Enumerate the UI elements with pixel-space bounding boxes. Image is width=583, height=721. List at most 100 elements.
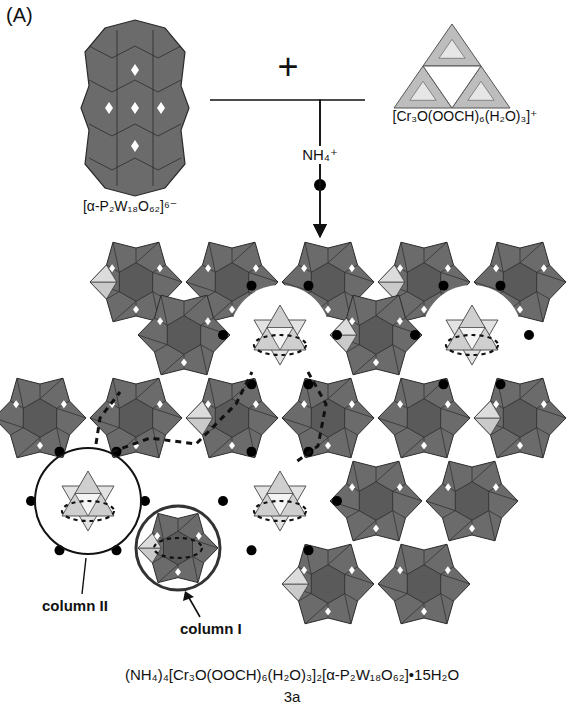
reactant-anion: [α-P₂W₁₈O₆₂]⁶⁻	[50, 12, 210, 218]
anion-edge	[136, 384, 137, 399]
anion-edge	[393, 484, 406, 491]
anion-edge	[345, 408, 374, 418]
reagent-label: NH₄⁺	[299, 146, 341, 164]
anion-edge	[232, 384, 233, 399]
anion-gap	[109, 264, 115, 272]
anion-edge	[424, 248, 425, 263]
anion-edge	[282, 418, 311, 428]
anion-edge	[497, 437, 520, 458]
anion-gap	[349, 264, 355, 272]
polyoxometalate-anion	[0, 378, 86, 458]
anion-edge	[89, 124, 181, 136]
anion-gap	[61, 400, 67, 408]
anion-gap	[349, 317, 355, 325]
anion-edge	[178, 513, 198, 531]
anion-edge	[345, 428, 358, 435]
polyoxometalate-anion	[90, 378, 182, 458]
dawson-anion	[81, 20, 189, 196]
cavity-ground	[422, 285, 522, 385]
anion-edge	[305, 603, 328, 624]
anion-edge	[153, 408, 182, 418]
anion-gap	[37, 442, 43, 450]
anion-gap	[397, 317, 403, 325]
ammonium-dot	[332, 330, 342, 340]
anion-edge	[11, 401, 24, 408]
anion-edge	[328, 550, 329, 565]
octahedron-face	[410, 81, 436, 100]
arrowhead	[313, 224, 327, 238]
anion-body	[81, 20, 189, 196]
anion-edge	[401, 603, 424, 624]
anion-edge	[441, 428, 447, 458]
anion-gap	[229, 306, 235, 314]
anion-edge	[232, 248, 233, 263]
anion-gap	[301, 400, 307, 408]
anion-edge	[376, 301, 377, 316]
anion-edge	[537, 265, 550, 272]
anion-facet	[378, 282, 405, 299]
anion-gap	[541, 400, 547, 408]
anion-gap	[421, 442, 427, 450]
cr3-cluster	[62, 471, 114, 516]
anion-gap	[517, 442, 523, 450]
anion-edge	[395, 401, 408, 408]
anion-gap	[445, 566, 451, 574]
polyoxometalate-anion	[426, 461, 518, 541]
anion-edge	[393, 318, 406, 325]
ammonium-dot	[496, 281, 506, 291]
anion-edge	[489, 491, 518, 501]
anion-edge	[184, 295, 207, 316]
cr3-cluster	[254, 305, 306, 350]
anion-facet	[378, 265, 405, 282]
anion-edge	[489, 511, 502, 518]
anion-gap	[157, 317, 163, 325]
anion-edge	[89, 46, 181, 58]
octahedron-face	[468, 81, 494, 100]
anion-edge	[376, 295, 399, 316]
anion-edge	[537, 272, 566, 282]
anion-edge	[345, 428, 351, 458]
dashed-path	[112, 372, 252, 452]
anion-edge	[328, 248, 329, 263]
ammonium-dot	[496, 379, 506, 389]
anion-body	[186, 378, 278, 458]
anion-facet	[474, 418, 501, 435]
anion-body	[282, 378, 374, 458]
cr3-core	[75, 494, 101, 517]
polyoxometalate-anion	[282, 378, 374, 458]
anion-gap	[131, 102, 139, 114]
anion-gap	[349, 483, 355, 491]
ammonium-dot	[439, 281, 449, 291]
anion-edge	[40, 378, 63, 399]
anion-gap	[421, 306, 427, 314]
anion-edge	[537, 292, 550, 299]
anion-gap	[133, 306, 139, 314]
anion-edge	[489, 484, 502, 491]
anion-edge	[153, 30, 154, 186]
cavity	[218, 447, 342, 556]
anion-edge	[186, 282, 215, 292]
anion-gap	[349, 400, 355, 408]
anion-gap	[445, 264, 451, 272]
anion-edge	[193, 556, 204, 562]
anion-gap	[397, 264, 403, 272]
anion-gap	[421, 608, 427, 616]
anion-edge	[347, 511, 360, 518]
anion-gap	[253, 264, 259, 272]
polyoxometalate-anion	[330, 461, 422, 541]
polyoxometalate-anion	[186, 378, 278, 458]
reaction-arrow	[313, 100, 365, 238]
anion-edge	[57, 401, 70, 408]
ammonium-dot	[304, 545, 314, 555]
anion-edge	[89, 80, 181, 92]
anion-edge	[443, 511, 456, 518]
anion-edge	[353, 520, 376, 541]
anion-edge	[107, 428, 120, 435]
anion-core	[359, 482, 392, 521]
anion-gap	[196, 532, 202, 540]
anion-edge	[155, 318, 168, 325]
anion-edge	[11, 428, 24, 435]
anion-edge	[393, 345, 399, 375]
anion-edge	[299, 265, 312, 272]
anion-edge	[537, 292, 543, 322]
